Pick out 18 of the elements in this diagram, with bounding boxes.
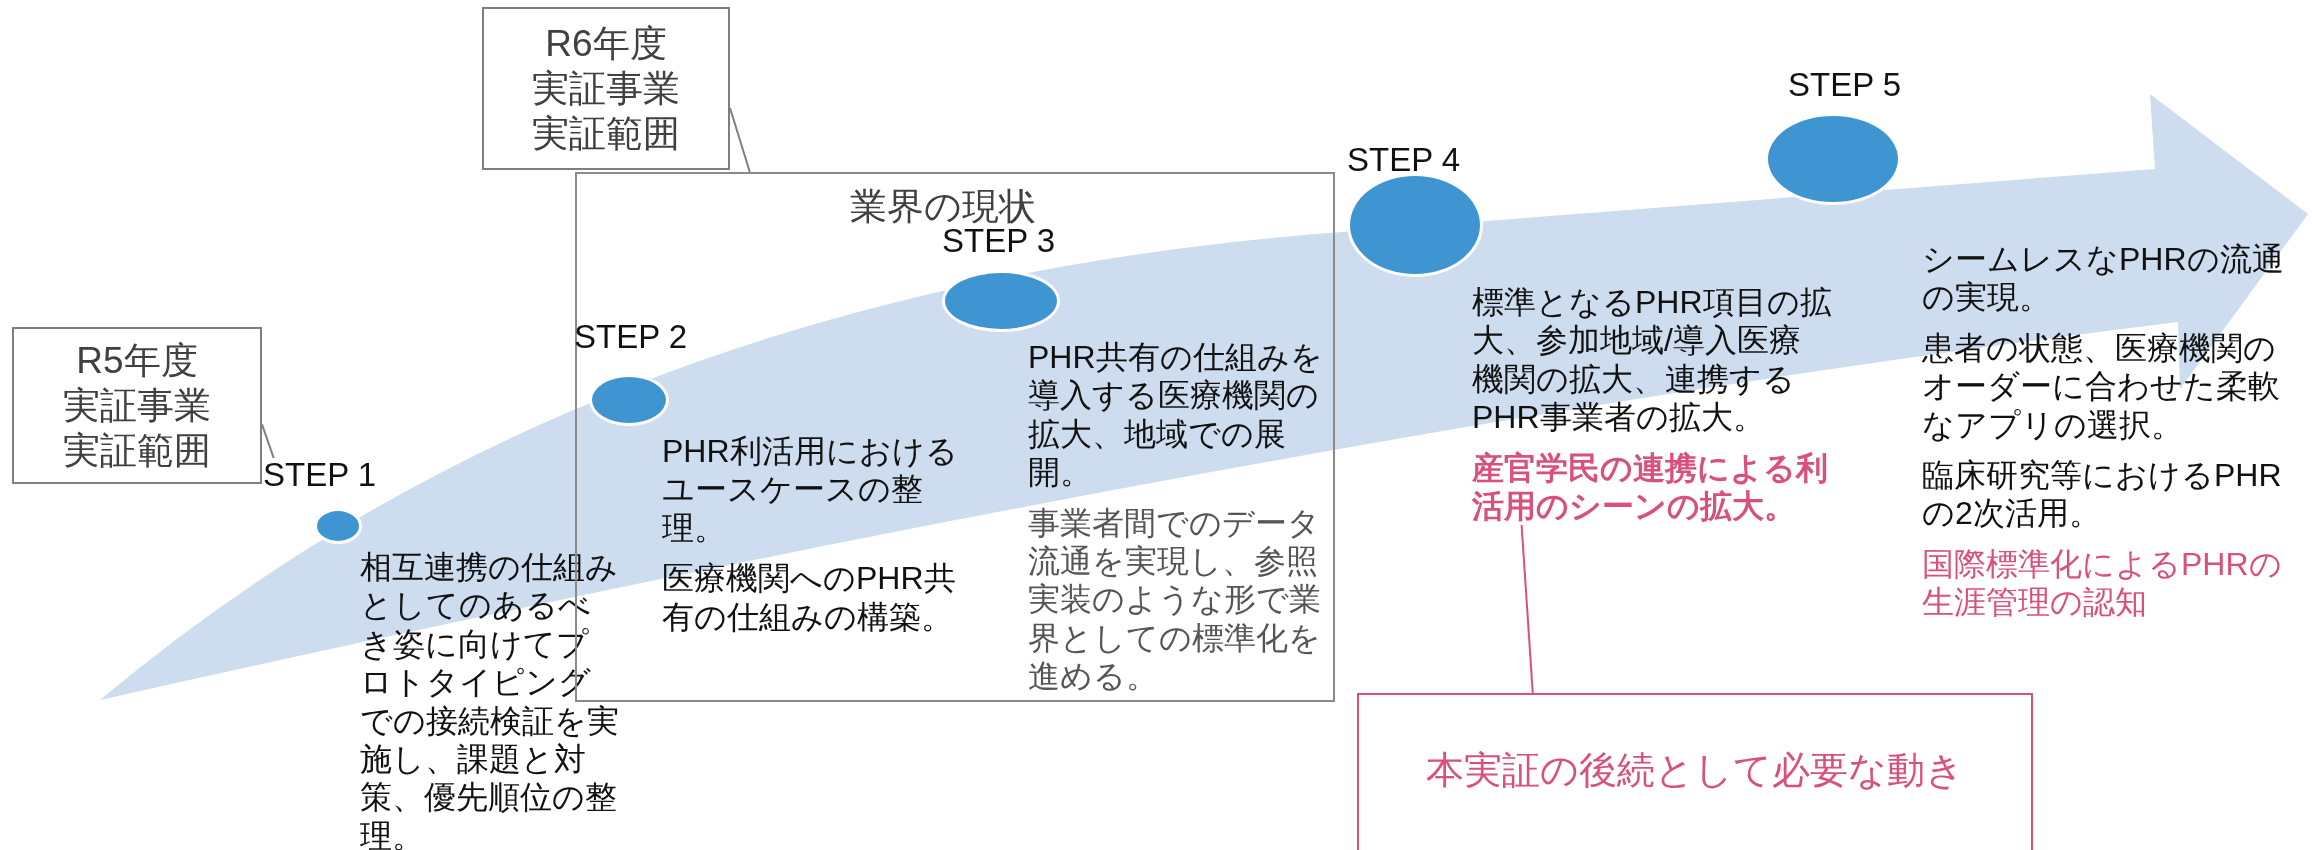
scope-box: R5年度実証事業実証範囲 [12, 327, 262, 484]
step-description: 事業者間でのデータ流通を実現し、参照実装のような形で業界としての標準化を進める。 [1028, 503, 1322, 696]
step-description: 国際標準化によるPHRの生涯管理の認知 [1922, 544, 2283, 622]
step-description: 標準となるPHR項目の拡大、参加地域/導入医療機関の拡大、連携するPHR事業者の拡大。 [1472, 283, 1832, 437]
step-description: PHR利活用におけるユースケースの整理。 [662, 432, 959, 548]
step-description: PHR共有の仕組みを導入する医療機関の拡大、地域での展開。 [1028, 338, 1324, 492]
step-description: 臨床研究等におけるPHRの2次活用。 [1922, 455, 2283, 533]
step-description: 医療機関へのPHR共有の仕組みの構築。 [662, 559, 957, 636]
callout-box: 本実証の後続として必要な動き [1357, 693, 2033, 850]
step-label: STEP 4 [1347, 143, 1461, 176]
step-label: STEP 2 [574, 320, 688, 353]
step-label: STEP 5 [1788, 68, 1902, 101]
step-description: 産官学民の連携による利活用のシーンの拡大。 [1472, 448, 1829, 526]
step-description: シームレスなPHRの流通の実現。 [1922, 240, 2285, 317]
leader-line [1520, 524, 1534, 694]
scope-box: R6年度実証事業実証範囲 [482, 7, 730, 170]
step-label: STEP 1 [263, 458, 377, 491]
step-description: 患者の状態、医療機関のオーダーに合わせた柔軟なアプリの選択。 [1922, 328, 2281, 444]
